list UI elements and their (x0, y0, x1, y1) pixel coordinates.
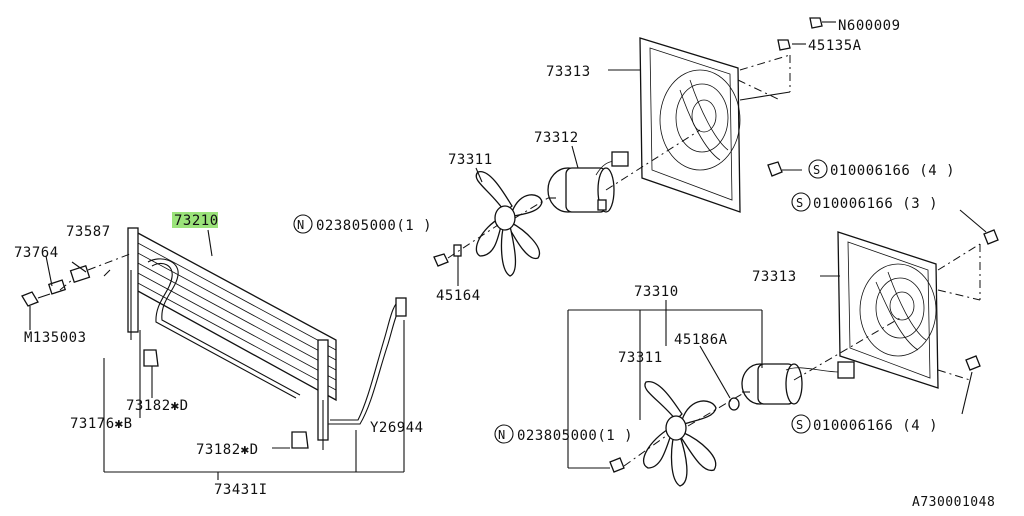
svg-text:73587: 73587 (66, 224, 111, 240)
label-s010006166-mid: S 010006166 (3 ) (791, 192, 938, 212)
svg-text:73764: 73764 (14, 245, 59, 261)
bracket-73182d-bottom (291, 431, 309, 449)
label-n023805000-top: N 023805000(1 ) (293, 214, 432, 234)
svg-text:73182✱D: 73182✱D (126, 398, 189, 414)
svg-text:A730001048: A730001048 (912, 495, 995, 510)
fan-shroud-top (639, 37, 791, 213)
label-45135a: 45135A (808, 38, 862, 54)
condenser-core (127, 227, 337, 441)
fan-blade-top (475, 171, 543, 277)
svg-text:N: N (297, 218, 305, 232)
label-s010006166-bottom: S 010006166 (4 ) (791, 414, 938, 434)
svg-text:023805000(1 ): 023805000(1 ) (517, 428, 633, 444)
fan-blade-right (642, 381, 717, 487)
label-m135003: M135003 (24, 330, 87, 346)
svg-text:S: S (796, 418, 804, 432)
label-73182d-bottom: 73182✱D (196, 442, 259, 458)
label-73587: 73587 (66, 224, 111, 240)
screw-top (767, 161, 783, 177)
svg-text:73312: 73312 (534, 130, 579, 146)
svg-text:73431I: 73431I (214, 482, 268, 498)
svg-text:73311: 73311 (618, 350, 663, 366)
svg-text:S: S (796, 196, 804, 210)
svg-text:45135A: 45135A (808, 38, 862, 54)
label-n023805000-bottom: N 023805000(1 ) (494, 424, 633, 444)
svg-text:Y26944: Y26944 (370, 420, 424, 436)
fan-motor-right (741, 361, 855, 405)
label-73313-top: 73313 (546, 64, 591, 80)
figure-code: A730001048 (912, 495, 995, 510)
washer-45186a (728, 397, 740, 411)
svg-text:45164: 45164 (436, 288, 481, 304)
label-73311-bottom: 73311 (618, 350, 663, 366)
label-73176b: 73176✱B (70, 416, 133, 432)
svg-text:45186A: 45186A (674, 332, 728, 348)
svg-text:73182✱D: 73182✱D (196, 442, 259, 458)
fan-shroud-right (837, 231, 939, 389)
svg-text:S: S (813, 163, 821, 177)
label-73312: 73312 (534, 130, 579, 146)
label-73310: 73310 (634, 284, 679, 300)
label-73182d-top: 73182✱D (126, 398, 189, 414)
svg-text:M135003: M135003 (24, 330, 87, 346)
bolt-45135a (777, 17, 823, 51)
label-y26944: Y26944 (370, 420, 424, 436)
bolt-m135003 (21, 265, 91, 307)
label-73210: 73210 (172, 212, 219, 229)
svg-text:023805000(1 ): 023805000(1 ) (316, 218, 432, 234)
label-73764: 73764 (14, 245, 59, 261)
label-s010006166-top: S 010006166 (4 ) (808, 159, 955, 179)
label-45186a: 45186A (674, 332, 728, 348)
svg-text:73310: 73310 (634, 284, 679, 300)
svg-text:73313: 73313 (546, 64, 591, 80)
svg-text:010006166 (4 ): 010006166 (4 ) (830, 163, 955, 179)
svg-text:N: N (498, 428, 506, 442)
screw-mid-right (983, 229, 999, 245)
nut-washer-45164 (433, 244, 462, 267)
svg-text:73313: 73313 (752, 269, 797, 285)
svg-text:73210: 73210 (174, 213, 219, 229)
screw-bottom-right (965, 355, 981, 371)
label-73313-right: 73313 (752, 269, 797, 285)
label-45164: 45164 (436, 288, 481, 304)
bracket-73182d-top (143, 349, 159, 367)
nut-bottom (609, 457, 625, 473)
svg-text:N600009: N600009 (838, 18, 901, 34)
svg-text:73311: 73311 (448, 152, 493, 168)
label-73311-top: 73311 (448, 152, 493, 168)
label-n600009: N600009 (838, 18, 901, 34)
svg-text:010006166 (4 ): 010006166 (4 ) (813, 418, 938, 434)
condenser-pipes (147, 258, 407, 425)
fan-motor-top (547, 151, 629, 213)
svg-text:010006166 (3 ): 010006166 (3 ) (813, 196, 938, 212)
svg-text:73176✱B: 73176✱B (70, 416, 133, 432)
label-73431: 73431I (214, 482, 268, 498)
